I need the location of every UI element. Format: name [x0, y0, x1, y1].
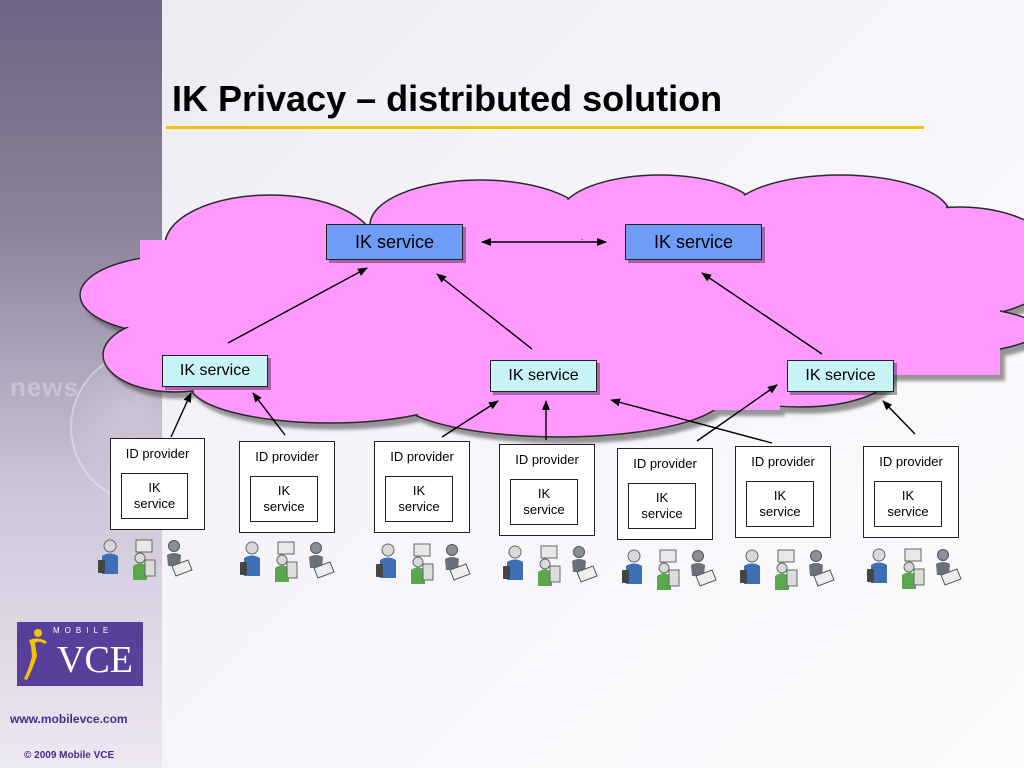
id-provider-label: ID provider: [255, 449, 319, 464]
user-devices-group: [236, 538, 336, 588]
id-provider-3: ID provider IK service: [374, 441, 470, 533]
user-laptop-icon: [309, 542, 335, 579]
arrow-mid1-to-top1: [227, 267, 368, 344]
user-computer-icon: [657, 549, 680, 590]
copyright-text: © 2009 Mobile VCE: [24, 750, 115, 761]
user-devices-group: [372, 540, 472, 590]
user-devices-group: [863, 545, 963, 595]
id-provider-ik-service: IK service: [628, 483, 696, 529]
mobile-vce-logo: MOBILE VCE: [17, 622, 143, 686]
id-provider-ik-service: IK service: [510, 479, 578, 525]
id-provider-4: ID provider IK service: [499, 444, 595, 536]
id-provider-ik-service: IK service: [746, 481, 814, 527]
user-laptop-icon: [572, 546, 598, 583]
id-provider-ik-service: IK service: [250, 476, 318, 522]
user-phone-icon: [867, 548, 887, 583]
user-phone-icon: [503, 545, 523, 580]
user-phone-icon: [622, 549, 642, 584]
arrow-idp6-to-mid2: [610, 398, 773, 444]
ik-service-mid-right: IK service: [787, 360, 894, 392]
website-link[interactable]: www.mobilevce.com: [10, 712, 128, 726]
user-devices-group: [94, 536, 194, 586]
id-provider-2: ID provider IK service: [239, 441, 335, 533]
user-computer-icon: [902, 548, 925, 589]
arrow-mid3-to-top2: [701, 272, 823, 355]
arrow-mid2-to-top1: [436, 273, 533, 350]
title-underline: [166, 126, 924, 129]
id-provider-label: ID provider: [633, 456, 697, 471]
ik-service-mid-left: IK service: [162, 355, 268, 387]
user-devices-group: [618, 546, 718, 596]
user-laptop-icon: [936, 549, 962, 586]
logo-figure-icon: [24, 629, 47, 680]
id-provider-7: ID provider IK service: [863, 446, 959, 538]
page-title: IK Privacy – distributed solution: [172, 78, 723, 119]
background-news-graphic: news: [10, 372, 80, 402]
user-phone-icon: [98, 539, 118, 574]
user-computer-icon: [275, 541, 298, 582]
user-computer-icon: [538, 545, 561, 586]
user-phone-icon: [376, 543, 396, 578]
id-provider-6: ID provider IK service: [735, 446, 831, 538]
arrow-idp1-to-mid1: [170, 392, 192, 438]
user-laptop-icon: [167, 540, 193, 577]
user-laptop-icon: [809, 550, 835, 587]
id-provider-5: ID provider IK service: [617, 448, 713, 540]
id-provider-label: ID provider: [390, 449, 454, 464]
id-provider-label: ID provider: [751, 454, 815, 469]
user-computer-icon: [133, 539, 156, 580]
user-phone-icon: [240, 541, 260, 576]
logo-vce-text: VCE: [57, 639, 133, 681]
user-phone-icon: [740, 549, 760, 584]
user-laptop-icon: [445, 544, 471, 581]
ik-service-mid-center: IK service: [490, 360, 597, 392]
user-computer-icon: [775, 549, 798, 590]
id-provider-label: ID provider: [515, 452, 579, 467]
arrow-idp7-to-mid3: [882, 400, 916, 435]
ik-service-top-right: IK service: [625, 224, 762, 260]
cloud-shape: [79, 174, 1024, 438]
logo-mobile-text: MOBILE: [53, 626, 114, 635]
arrow-idp5-to-mid3: [696, 384, 778, 442]
user-laptop-icon: [691, 550, 717, 587]
id-provider-label: ID provider: [879, 454, 943, 469]
connector-arrows: [170, 238, 916, 444]
ik-service-top-left: IK service: [326, 224, 463, 260]
id-provider-ik-service: IK service: [385, 476, 453, 522]
id-provider-label: ID provider: [125, 446, 190, 461]
user-computer-icon: [411, 543, 434, 584]
arrow-idp2-to-mid1: [252, 392, 286, 436]
id-provider-ik-service: IK service: [874, 481, 942, 527]
user-devices-group: [499, 542, 599, 592]
id-provider-1: ID provider IK service: [110, 438, 205, 530]
arrow-idp3-to-mid2: [441, 400, 499, 438]
user-devices-group: [736, 546, 836, 596]
id-provider-ik-service: IK service: [121, 473, 188, 519]
